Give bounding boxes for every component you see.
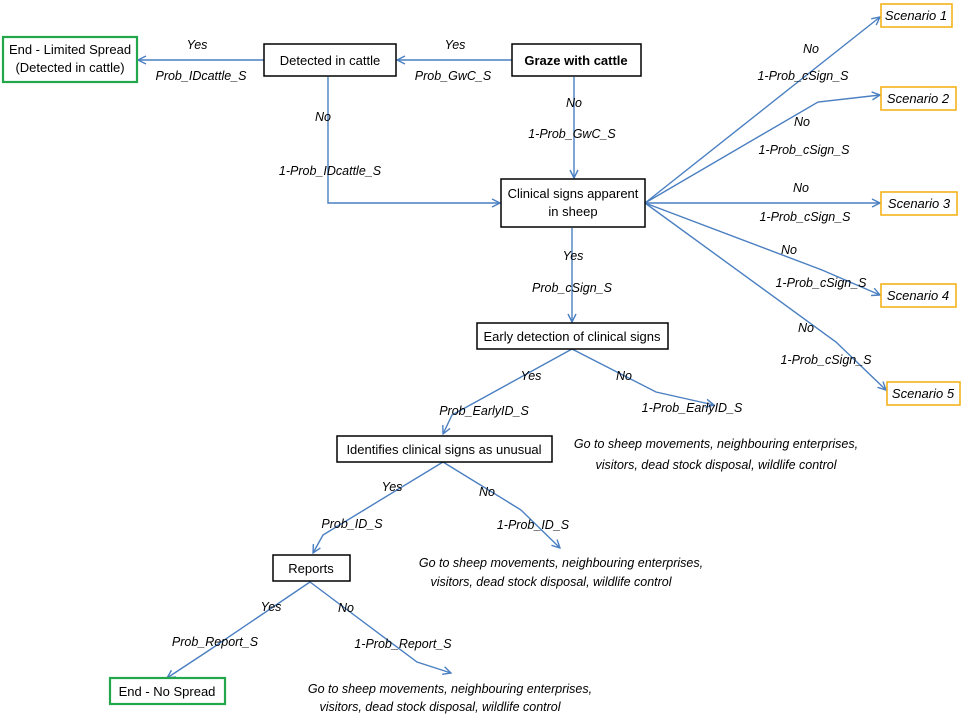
label-cattle-no-prob: 1-Prob_IDcattle_S — [279, 164, 382, 178]
goto-outcome-reports: Go to sheep movements, neighbouring ente… — [308, 682, 592, 714]
label-reports-no: No — [338, 601, 354, 615]
goto-early-line2: visitors, dead stock disposal, wildlife … — [595, 458, 837, 472]
edge-identifies-to-goto — [442, 461, 560, 548]
edge-clinical-to-scenario-4 — [644, 202, 880, 295]
label-graze-yes: Yes — [445, 38, 466, 52]
edge-early-to-goto — [571, 348, 714, 405]
label-reports-no-prob: 1-Prob_Report_S — [354, 637, 452, 651]
label-early-no-prob: 1-Prob_EarlyID_S — [642, 401, 743, 415]
end-limited-line1: End - Limited Spread — [9, 42, 131, 57]
label-identifies-no-prob: 1-Prob_ID_S — [497, 518, 570, 532]
label-early-no: No — [616, 369, 632, 383]
goto-outcome-early: Go to sheep movements, neighbouring ente… — [574, 437, 858, 472]
end-limited-line2: (Detected in cattle) — [15, 60, 124, 75]
label-reports-yes-prob: Prob_Report_S — [172, 635, 259, 649]
node-scenario-2: Scenario 2 — [880, 86, 957, 111]
identifies-label: Identifies clinical signs as unusual — [346, 442, 541, 457]
node-detected-in-cattle: Detected in cattle — [263, 43, 397, 77]
label-scenario-3-prob: 1-Prob_cSign_S — [759, 210, 851, 224]
edge-identifies-to-reports — [313, 461, 444, 553]
edges — [138, 17, 886, 678]
clinical-line2: in sheep — [548, 204, 597, 219]
label-early-yes-prob: Prob_EarlyID_S — [439, 404, 529, 418]
goto-early-line1: Go to sheep movements, neighbouring ente… — [574, 437, 858, 451]
edge-reports-to-end — [167, 581, 311, 678]
goto-identifies-line2: visitors, dead stock disposal, wildlife … — [430, 575, 672, 589]
label-scenario-2-no: No — [794, 115, 810, 129]
label-identifies-yes-prob: Prob_ID_S — [321, 517, 383, 531]
edge-clinical-to-scenario-1 — [644, 17, 880, 204]
label-scenario-4-no: No — [781, 243, 797, 257]
label-clinical-yes: Yes — [563, 249, 584, 263]
early-detection-label: Early detection of clinical signs — [483, 329, 661, 344]
edge-reports-to-goto — [309, 581, 451, 673]
label-identifies-no: No — [479, 485, 495, 499]
label-scenario-5-no: No — [798, 321, 814, 335]
goto-reports-line2: visitors, dead stock disposal, wildlife … — [319, 700, 561, 714]
node-scenario-1: Scenario 1 — [880, 3, 953, 28]
label-scenario-5-prob: 1-Prob_cSign_S — [780, 353, 872, 367]
node-early-detection: Early detection of clinical signs — [476, 322, 669, 350]
label-scenario-1-prob: 1-Prob_cSign_S — [757, 69, 849, 83]
edge-clinical-to-scenario-2 — [644, 95, 880, 204]
label-identifies-yes: Yes — [382, 480, 403, 494]
goto-identifies-line1: Go to sheep movements, neighbouring ente… — [419, 556, 703, 570]
clinical-line1: Clinical signs apparent — [508, 186, 639, 201]
node-end-no-spread: End - No Spread — [108, 676, 227, 706]
label-scenario-2-prob: 1-Prob_cSign_S — [758, 143, 850, 157]
label-scenario-3-no: No — [793, 181, 809, 195]
goto-reports-line1: Go to sheep movements, neighbouring ente… — [308, 682, 592, 696]
reports-label: Reports — [288, 561, 334, 576]
edge-detected-to-clinical — [327, 77, 500, 203]
scenario-1-label: Scenario 1 — [885, 8, 947, 23]
label-early-yes: Yes — [521, 369, 542, 383]
scenario-3-label: Scenario 3 — [888, 196, 951, 211]
node-reports: Reports — [272, 554, 351, 582]
label-graze-yes-prob: Prob_GwC_S — [415, 69, 492, 83]
label-scenario-4-prob: 1-Prob_cSign_S — [775, 276, 867, 290]
scenario-4-label: Scenario 4 — [887, 288, 949, 303]
label-graze-no-prob: 1-Prob_GwC_S — [528, 127, 616, 141]
edge-early-to-identifies — [443, 348, 573, 434]
node-graze-with-cattle: Graze with cattle — [511, 43, 642, 77]
node-scenario-3: Scenario 3 — [880, 191, 958, 216]
node-scenario-5: Scenario 5 — [886, 381, 961, 406]
edge-clinical-to-scenario-5 — [644, 202, 886, 390]
label-reports-yes: Yes — [261, 600, 282, 614]
scenario-2-label: Scenario 2 — [887, 91, 950, 106]
label-scenario-1-no: No — [803, 42, 819, 56]
node-end-limited-spread: End - Limited Spread (Detected in cattle… — [1, 35, 139, 84]
node-identifies-unusual: Identifies clinical signs as unusual — [336, 435, 553, 463]
goto-outcome-identifies: Go to sheep movements, neighbouring ente… — [419, 556, 703, 589]
node-clinical-signs: Clinical signs apparent in sheep — [500, 178, 646, 228]
detected-cattle-label: Detected in cattle — [280, 53, 380, 68]
label-cattle-no: No — [315, 110, 331, 124]
node-scenario-4: Scenario 4 — [880, 283, 957, 308]
scenario-5-label: Scenario 5 — [892, 386, 955, 401]
label-cattle-yes-prob: Prob_IDcattle_S — [155, 69, 247, 83]
label-graze-no: No — [566, 96, 582, 110]
label-cattle-yes: Yes — [187, 38, 208, 52]
label-clinical-yes-prob: Prob_cSign_S — [532, 281, 613, 295]
end-no-spread-label: End - No Spread — [119, 684, 216, 699]
graze-label: Graze with cattle — [524, 53, 627, 68]
